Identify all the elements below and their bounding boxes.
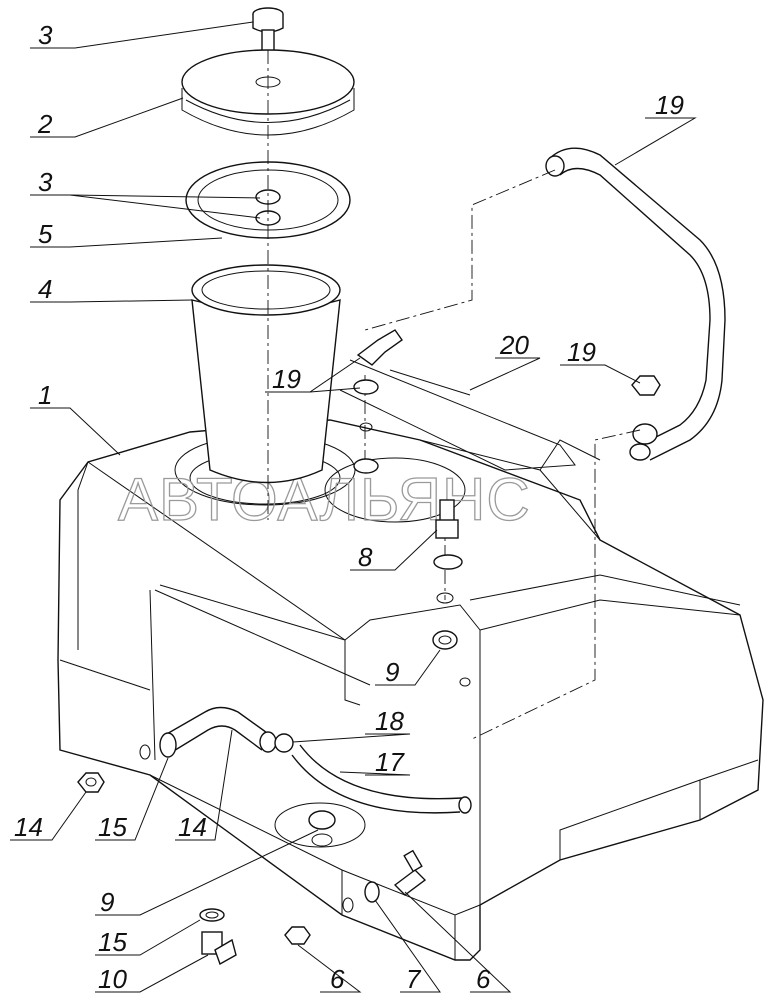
- hose-part-17: [274, 733, 472, 814]
- callout-5: 5: [38, 219, 53, 249]
- callout-4: 4: [38, 274, 52, 304]
- fitting-part-8: [433, 499, 463, 570]
- elbow-fitting-19: [353, 329, 403, 474]
- cap-part-3: [252, 7, 284, 53]
- leader-lines: [10, 21, 697, 993]
- callout-7: 7: [406, 964, 422, 994]
- washer-part-15: [199, 908, 225, 922]
- callout-1: 1: [38, 380, 52, 410]
- watermark-text: АВТОАЛЬЯНС: [118, 466, 531, 533]
- nut-part-19-right: [631, 375, 661, 396]
- callout-19-hose: 19: [655, 90, 684, 120]
- callout-8: 8: [358, 542, 373, 572]
- callout-14-hose: 14: [178, 812, 207, 842]
- washer-part-7: [364, 881, 380, 903]
- callout-2: 2: [37, 109, 53, 139]
- bottom-hose-part-14: [159, 706, 277, 758]
- callout-3-top: 3: [38, 20, 53, 50]
- long-hose-part-19: [545, 147, 726, 461]
- callout-10: 10: [98, 964, 127, 994]
- callout-9-lower: 9: [100, 887, 114, 917]
- callout-19-fittings: 19: [272, 364, 301, 394]
- callout-9-upper: 9: [385, 657, 399, 687]
- callout-14-nut: 14: [14, 812, 43, 842]
- filter-cup-part-4: [191, 264, 341, 484]
- callout-20: 20: [499, 330, 529, 360]
- tank-body: [57, 359, 764, 961]
- fitting-part-6-right: [393, 849, 427, 896]
- nut-part-14-left: [77, 772, 105, 793]
- nut-part-6-left: [284, 926, 311, 945]
- callout-6-right: 6: [476, 964, 491, 994]
- callout-18: 18: [375, 706, 404, 736]
- callout-6-left: 6: [330, 964, 345, 994]
- callout-17: 17: [375, 747, 405, 777]
- callout-15-upper: 15: [98, 812, 127, 842]
- callout-15-lower: 15: [98, 927, 127, 957]
- elbow-part-10: [201, 931, 237, 966]
- callout-19-nut: 19: [567, 337, 596, 367]
- callout-3-mid: 3: [38, 167, 53, 197]
- callout-labels: 3 2 3 5 4 1 19 19 20 19 8 9 18 17 14 15 …: [14, 20, 684, 994]
